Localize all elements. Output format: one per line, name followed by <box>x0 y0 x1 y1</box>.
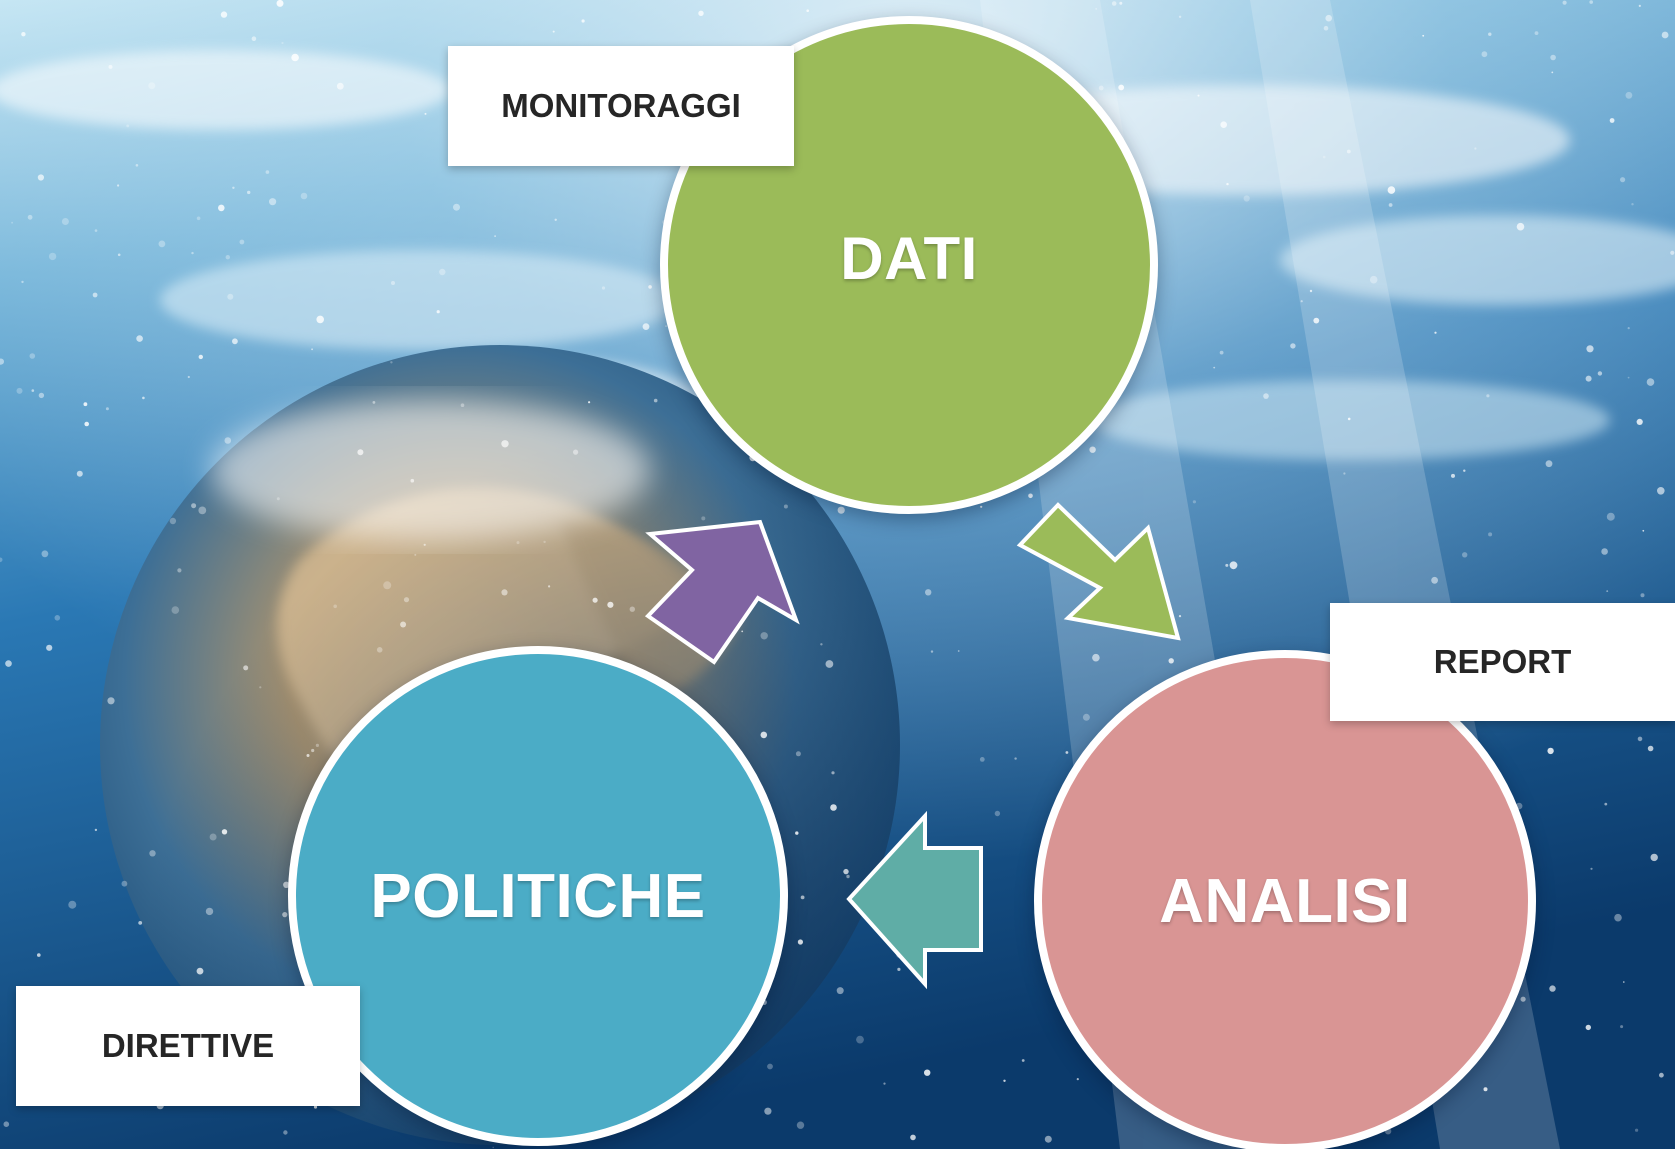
node-analisi: ANALISI <box>1034 650 1536 1149</box>
arrow-dati-to-analisi <box>1016 502 1181 641</box>
arrow-politiche-to-dati <box>644 519 800 665</box>
callout-monitoraggi: MONITORAGGI <box>448 46 794 166</box>
callout-direttive-label: DIRETTIVE <box>101 1027 275 1064</box>
callout-direttive: DIRETTIVE <box>16 986 360 1106</box>
arrow-analisi-to-politiche <box>846 810 983 990</box>
node-politiche-label: POLITICHE <box>370 861 706 931</box>
callout-report-label: REPORT <box>1433 643 1572 680</box>
callout-monitoraggi-label: MONITORAGGI <box>501 87 741 124</box>
node-dati-label: DATI <box>840 225 978 292</box>
callout-report: REPORT <box>1330 603 1675 721</box>
node-politiche: POLITICHE <box>288 646 788 1146</box>
node-analisi-label: ANALISI <box>1159 866 1411 936</box>
